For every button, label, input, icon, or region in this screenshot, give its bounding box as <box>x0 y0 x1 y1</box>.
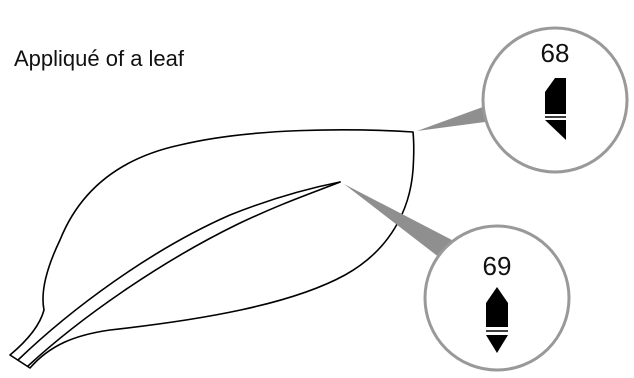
diagram-title: Appliqué of a leaf <box>14 46 185 71</box>
leaf-outline <box>9 129 415 369</box>
callout-69-number: 69 <box>483 251 512 281</box>
pointer-69 <box>344 184 452 258</box>
stitch-pattern-68-icon <box>545 78 566 140</box>
leaf-vein-inner <box>27 181 341 367</box>
callout-68-number: 68 <box>541 38 570 68</box>
leaf-vein-outer <box>17 181 341 361</box>
callout-69: 69 <box>423 224 571 372</box>
callout-68: 68 <box>481 26 629 174</box>
pointer-68 <box>417 100 502 131</box>
leaf-drawing <box>9 129 415 369</box>
callout-pointers <box>344 100 502 258</box>
stitch-pattern-69-icon <box>486 287 508 353</box>
